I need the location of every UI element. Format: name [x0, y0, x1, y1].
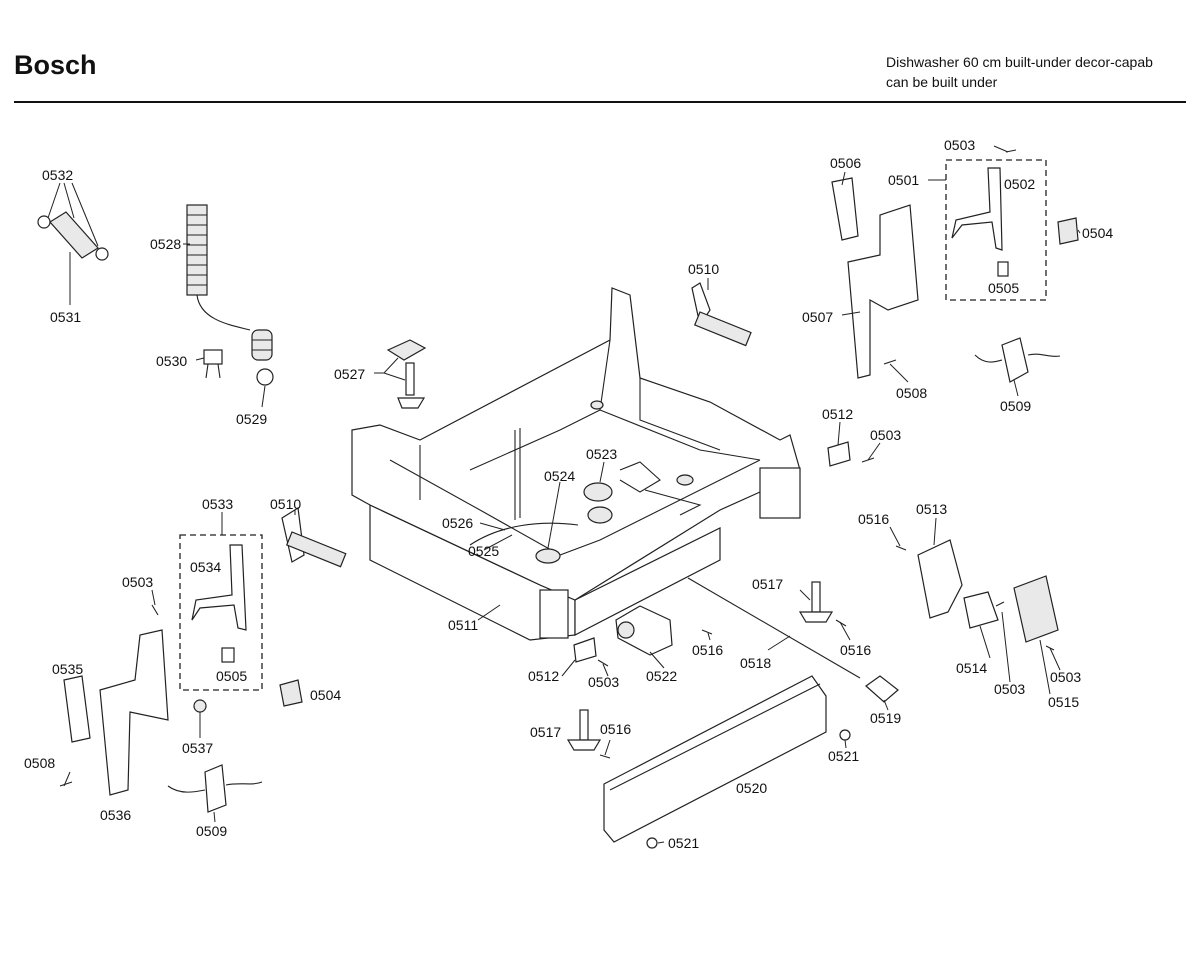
label-0504-right: 0504 [1082, 225, 1113, 241]
clip-0505-left [221, 647, 235, 663]
label-0533: 0533 [202, 496, 233, 512]
model-description-line-1: Dishwasher 60 cm built-under decor-capab [886, 54, 1153, 70]
valve-0522 [615, 605, 673, 656]
label-0503-front: 0503 [588, 674, 619, 690]
label-0509-left: 0509 [196, 823, 227, 839]
label-0532: 0532 [42, 167, 73, 183]
seal-ring-0529 [256, 368, 274, 386]
clip-0505 [997, 261, 1009, 277]
label-0525: 0525 [468, 543, 499, 559]
side-panel-0507 [847, 204, 919, 379]
label-0514: 0514 [956, 660, 987, 676]
clip-0530 [203, 349, 223, 379]
bracket-0514 [963, 591, 999, 629]
label-0517-right: 0517 [752, 576, 783, 592]
screws [59, 149, 1055, 787]
label-0521-front: 0521 [668, 835, 699, 851]
label-0536: 0536 [100, 807, 131, 823]
assembly-box-0501 [945, 159, 1047, 301]
drain-hose-0528 [186, 204, 273, 361]
label-0522: 0522 [646, 668, 677, 684]
bracket-0512-front [573, 637, 597, 663]
label-0510-top: 0510 [688, 261, 719, 277]
label-0537: 0537 [182, 740, 213, 756]
label-0516-front: 0516 [692, 642, 723, 658]
label-0526: 0526 [442, 515, 473, 531]
model-description-line-2: can be built under [886, 74, 998, 90]
label-0505-right: 0505 [988, 280, 1019, 296]
part-labels: 0532 0531 0528 0530 0529 0527 0503 0501 … [24, 137, 1113, 851]
bushing-0537 [193, 699, 207, 713]
kick-panel-0520 [603, 675, 827, 843]
label-0503-lower-right: 0503 [994, 681, 1025, 697]
cap-0504 [1057, 217, 1079, 245]
assembly-box-0533 [179, 534, 263, 691]
spring-0510-top [691, 282, 752, 347]
rod-0518 [687, 577, 861, 679]
label-0506: 0506 [830, 155, 861, 171]
label-0529: 0529 [236, 411, 267, 427]
leader-lines [47, 145, 1081, 844]
foot-0527 [386, 339, 427, 409]
label-0517-front: 0517 [530, 724, 561, 740]
label-0503-right: 0503 [870, 427, 901, 443]
label-0528: 0528 [150, 236, 181, 252]
label-0502: 0502 [1004, 176, 1035, 192]
label-0530: 0530 [156, 353, 187, 369]
label-0510-left: 0510 [270, 496, 301, 512]
label-0508-right: 0508 [896, 385, 927, 401]
label-0519: 0519 [870, 710, 901, 726]
screw-0521-right [839, 729, 851, 741]
bracket-0534 [191, 544, 247, 631]
foot-0517-right [798, 581, 834, 623]
model-description: Dishwasher 60 cm built-under decor-capab… [886, 52, 1153, 92]
label-0508-left: 0508 [24, 755, 55, 771]
side-panel-0536 [99, 629, 169, 796]
label-0501: 0501 [888, 172, 919, 188]
cover-0515 [1013, 575, 1059, 643]
label-0521-right: 0521 [828, 748, 859, 764]
knob-0519 [865, 675, 899, 703]
hinge-0509-right [974, 337, 1061, 383]
hinge-0509-left [167, 764, 263, 813]
label-0516-mid: 0516 [840, 642, 871, 658]
screw-0521-front [646, 837, 658, 849]
foot-0517-front [566, 709, 602, 751]
guide-0506 [831, 177, 859, 241]
bracket-0512-right [827, 441, 851, 467]
label-0518: 0518 [740, 655, 771, 671]
label-0509-right: 0509 [1000, 398, 1031, 414]
label-0516-lower: 0516 [600, 721, 631, 737]
label-0503-left: 0503 [122, 574, 153, 590]
label-0516-right: 0516 [858, 511, 889, 527]
guide-0535 [63, 675, 91, 743]
label-0520: 0520 [736, 780, 767, 796]
header-divider [14, 101, 1186, 103]
label-0515: 0515 [1048, 694, 1079, 710]
label-0524: 0524 [544, 468, 575, 484]
label-0531: 0531 [50, 309, 81, 325]
cap-0504-left [279, 679, 303, 707]
spring-0510-left [281, 506, 347, 568]
brand-title: Bosch [14, 50, 97, 80]
label-0504-left: 0504 [310, 687, 341, 703]
connector-tube-0531 [37, 211, 109, 261]
label-0523: 0523 [586, 446, 617, 462]
label-0512-front: 0512 [528, 668, 559, 684]
label-0507: 0507 [802, 309, 833, 325]
label-0512-right: 0512 [822, 406, 853, 422]
label-0535: 0535 [52, 661, 83, 677]
bracket-0513 [917, 539, 963, 619]
label-0511: 0511 [448, 617, 478, 633]
bracket-0502 [951, 167, 1003, 251]
label-0527: 0527 [334, 366, 365, 382]
label-0505-left: 0505 [216, 668, 247, 684]
label-0503-top: 0503 [944, 137, 975, 153]
base-tub-0511 [351, 287, 801, 641]
label-0503-far-right: 0503 [1050, 669, 1081, 685]
label-0513: 0513 [916, 501, 947, 517]
label-0534: 0534 [190, 559, 221, 575]
